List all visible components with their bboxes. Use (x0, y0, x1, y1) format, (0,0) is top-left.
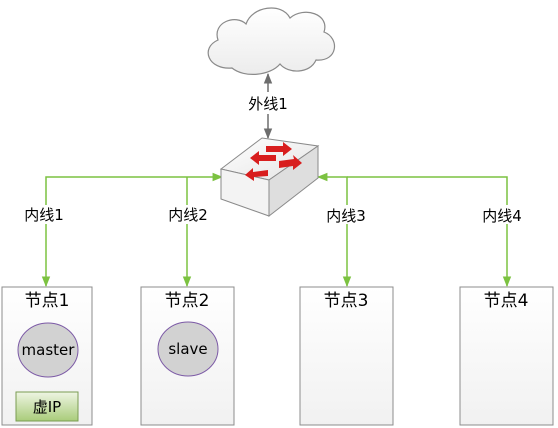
inner-link-3 (316, 172, 352, 288)
inner-link-4 (347, 176, 512, 288)
inner-link-4-label: 内线4 (482, 207, 522, 225)
network-switch-icon (219, 137, 320, 218)
inner-link-1-label: 内线1 (24, 206, 64, 224)
node-2-role: slave (168, 340, 207, 358)
node-4-title: 节点4 (484, 291, 529, 311)
virtual-ip-label: 虚IP (33, 398, 61, 416)
node-1: 节点1 master 虚IP (1, 286, 93, 426)
cloud-icon (207, 7, 335, 75)
node-3: 节点3 (299, 286, 394, 426)
node-1-title: 节点1 (25, 291, 70, 311)
uplink-label: 外线1 (248, 95, 288, 113)
node-2: 节点2 slave (140, 286, 235, 426)
inner-link-3-label: 内线3 (326, 207, 366, 225)
inner-link-1 (41, 172, 224, 288)
node-1-role: master (22, 341, 76, 359)
node-2-title: 节点2 (165, 291, 210, 311)
inner-links (41, 172, 512, 288)
node-3-title: 节点3 (324, 291, 369, 311)
node-4: 节点4 (459, 286, 554, 426)
switch-arrows (245, 142, 302, 181)
inner-link-2-label: 内线2 (168, 206, 208, 224)
virtual-ip-badge: 虚IP (15, 391, 79, 422)
